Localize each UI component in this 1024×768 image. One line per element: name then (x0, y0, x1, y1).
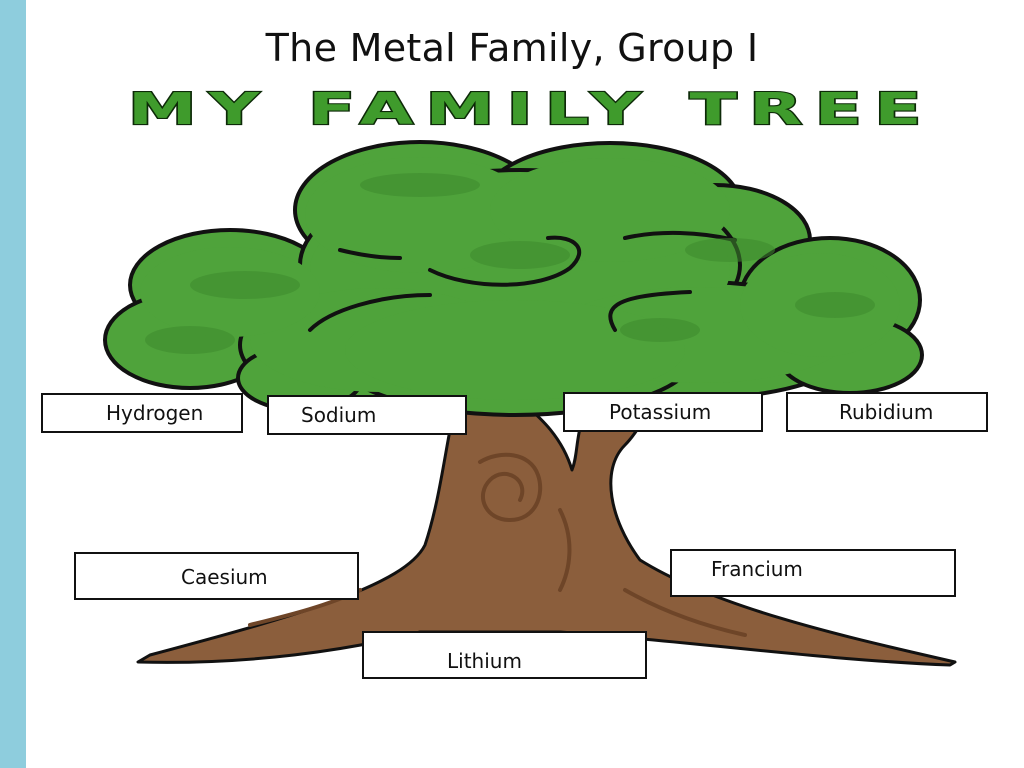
label-hydrogen[interactable]: Hydrogen (41, 393, 243, 433)
label-francium[interactable]: Francium (670, 549, 956, 597)
label-sodium[interactable]: Sodium (267, 395, 467, 435)
label-hydrogen-text: Hydrogen (106, 401, 204, 425)
trunk-swirl (478, 452, 543, 523)
label-caesium-text: Caesium (181, 565, 268, 589)
foliage-details (308, 230, 737, 332)
label-potassium-text: Potassium (609, 400, 712, 424)
trunk-bark-line (558, 508, 572, 592)
label-lithium[interactable]: Lithium (362, 631, 647, 679)
label-francium-text: Francium (711, 557, 803, 581)
label-sodium-text: Sodium (301, 403, 377, 427)
family-tree-banner: MY FAMILY TREE (127, 83, 934, 136)
foliage-inner-fill (140, 157, 900, 400)
label-rubidium-text: Rubidium (839, 400, 934, 424)
banner-text: MY FAMILY TREE (128, 84, 934, 135)
label-caesium[interactable]: Caesium (74, 552, 359, 600)
label-lithium-text: Lithium (447, 649, 522, 673)
foliage-shading (145, 173, 875, 354)
slide-title: The Metal Family, Group I (265, 26, 759, 70)
accent-sidebar-bar (0, 0, 26, 768)
tree-trunk (136, 393, 957, 667)
trunk-root-line-right (623, 588, 747, 637)
label-rubidium[interactable]: Rubidium (786, 392, 988, 432)
label-potassium[interactable]: Potassium (563, 392, 763, 432)
